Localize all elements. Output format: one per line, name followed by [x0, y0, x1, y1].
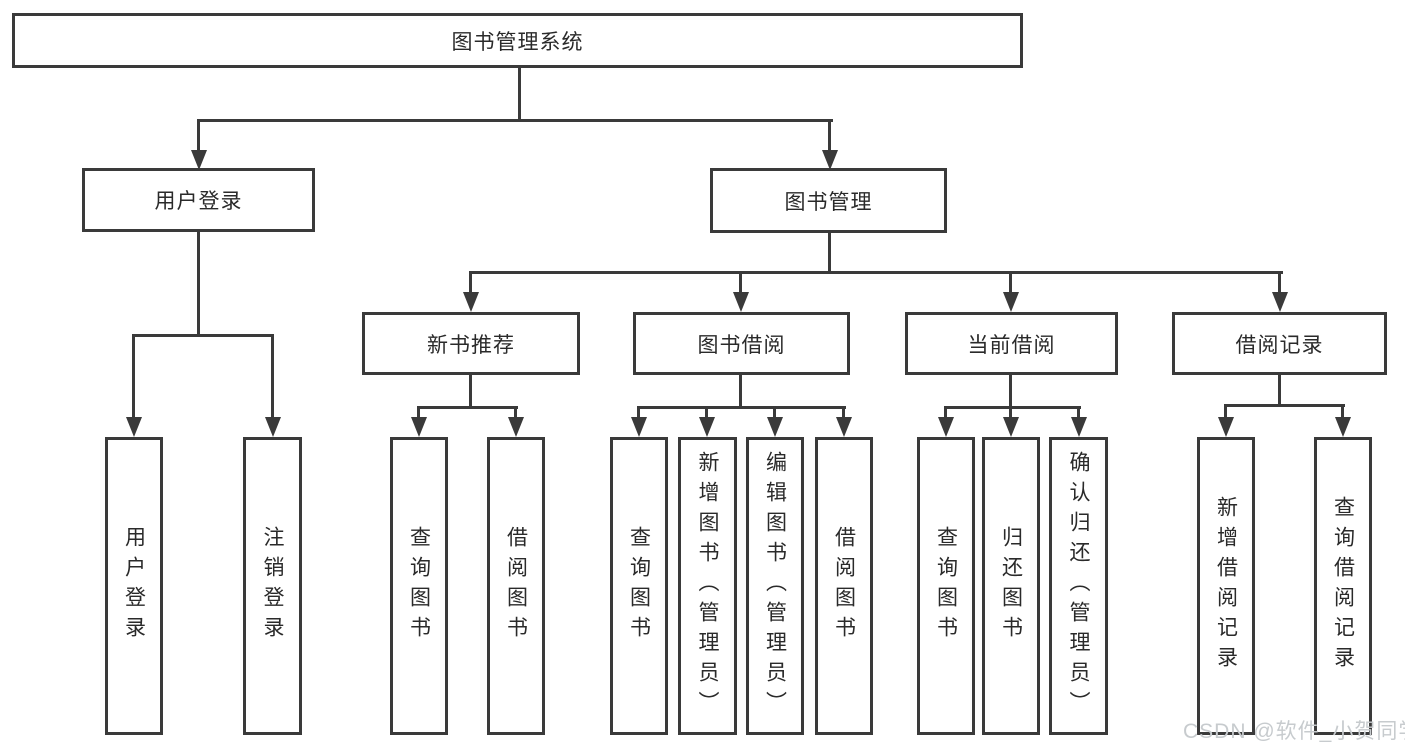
node-borrow-records: 借阅记录	[1172, 312, 1387, 375]
arrow-to-current-borrow-icon	[1003, 292, 1019, 312]
connector-borrow-stub	[739, 375, 742, 409]
leaf-records-query: 查询借阅记录	[1314, 437, 1372, 735]
connector-current-stub	[1009, 375, 1012, 409]
leaf-borrow-borrow: 借阅图书	[815, 437, 873, 735]
connector-login-drop-1	[132, 334, 135, 419]
arrow-to-bb-borrow-icon	[836, 417, 852, 437]
node-current-borrow: 当前借阅	[905, 312, 1118, 375]
connector-mgmt-drop-3	[1009, 271, 1012, 295]
watermark: CSDN @软件_小贺同学	[1183, 720, 1405, 743]
connector-root-drop-right	[828, 119, 831, 152]
connector-current-drop-2	[1009, 406, 1012, 419]
node-user-login: 用户登录	[82, 168, 315, 232]
arrow-to-bb-query-icon	[631, 417, 647, 437]
leaf-records-add: 新增借阅记录	[1197, 437, 1255, 735]
connector-borrow-split	[637, 406, 846, 409]
connector-mgmt-drop-4	[1278, 271, 1281, 295]
connector-newbooks-drop-2	[514, 406, 517, 419]
arrow-to-cb-query-icon	[938, 417, 954, 437]
node-book-borrow: 图书借阅	[633, 312, 850, 375]
connector-records-stub	[1278, 375, 1281, 407]
connector-current-drop-1	[944, 406, 947, 419]
arrow-to-nb-query-icon	[411, 417, 427, 437]
connector-login-stub	[197, 232, 200, 337]
connector-root-drop-left	[197, 119, 200, 152]
connector-root-stub	[518, 66, 521, 122]
connector-login-drop-2	[271, 334, 274, 419]
leaf-current-query: 查询图书	[917, 437, 975, 735]
leaf-borrow-query: 查询图书	[610, 437, 668, 735]
arrow-to-borrow-records-icon	[1272, 292, 1288, 312]
arrow-to-bb-edit-icon	[767, 417, 783, 437]
leaf-current-return: 归还图书	[982, 437, 1040, 735]
leaf-newbooks-query: 查询图书	[390, 437, 448, 735]
connector-borrow-drop-3	[773, 406, 776, 419]
arrow-to-rec-add-icon	[1218, 417, 1234, 437]
leaf-borrow-edit: 编辑图书（管理员）	[746, 437, 804, 735]
arrow-to-book-borrow-icon	[733, 292, 749, 312]
connector-root-split	[197, 119, 833, 122]
connector-borrow-drop-4	[842, 406, 845, 419]
connector-borrow-drop-2	[705, 406, 708, 419]
leaf-logout: 注销登录	[243, 437, 302, 735]
connector-newbooks-split	[417, 406, 518, 409]
node-book-mgmt: 图书管理	[710, 168, 947, 233]
connector-borrow-drop-1	[637, 406, 640, 419]
leaf-current-confirm: 确认归还（管理员）	[1049, 437, 1108, 735]
arrow-to-new-books-icon	[463, 292, 479, 312]
connector-mgmt-drop-2	[739, 271, 742, 295]
leaf-borrow-add: 新增图书（管理员）	[678, 437, 737, 735]
leaf-newbooks-borrow: 借阅图书	[487, 437, 545, 735]
arrow-to-logout-leaf-icon	[265, 417, 281, 437]
arrow-to-user-login-icon	[191, 150, 207, 170]
node-new-books: 新书推荐	[362, 312, 580, 375]
connector-mgmt-split	[469, 271, 1283, 274]
node-root: 图书管理系统	[12, 13, 1023, 68]
connector-records-drop-2	[1341, 404, 1344, 419]
connector-current-drop-3	[1077, 406, 1080, 419]
connector-records-drop-1	[1224, 404, 1227, 419]
arrow-to-book-mgmt-icon	[822, 150, 838, 170]
connector-newbooks-drop-1	[417, 406, 420, 419]
connector-current-split	[944, 406, 1081, 409]
arrow-to-nb-borrow-icon	[508, 417, 524, 437]
connector-records-split	[1224, 404, 1345, 407]
leaf-user-login: 用户登录	[105, 437, 163, 735]
arrow-to-cb-return-icon	[1003, 417, 1019, 437]
arrow-to-rec-query-icon	[1335, 417, 1351, 437]
connector-mgmt-stub	[828, 232, 831, 274]
arrow-to-bb-add-icon	[699, 417, 715, 437]
connector-login-split	[132, 334, 274, 337]
arrow-to-cb-confirm-icon	[1071, 417, 1087, 437]
connector-newbooks-stub	[469, 375, 472, 409]
arrow-to-login-leaf-icon	[126, 417, 142, 437]
connector-mgmt-drop-1	[469, 271, 472, 295]
